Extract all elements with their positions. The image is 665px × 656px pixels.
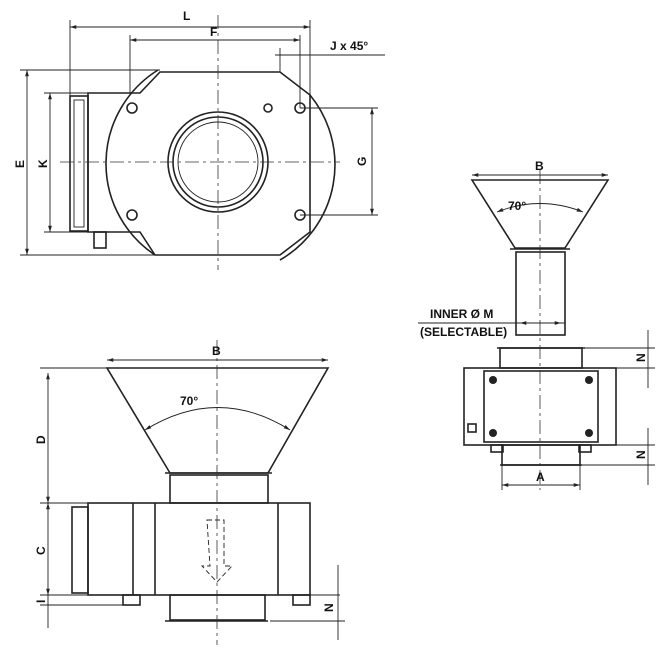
dim-F: F: [210, 25, 217, 39]
small-hole: [263, 103, 273, 113]
cable-gland: [467, 423, 477, 433]
dim-L: L: [183, 9, 190, 23]
outlet-pipe: [169, 594, 266, 621]
dim-J: J x 45°: [330, 39, 368, 53]
dim-A: A: [536, 470, 545, 484]
dim-I: I: [34, 600, 48, 603]
side-cover: [69, 95, 89, 232]
dim-K: K: [36, 159, 50, 168]
angle-70: 70°: [180, 394, 198, 408]
top-pipe: [499, 347, 583, 369]
foot: [292, 594, 311, 606]
foot: [122, 594, 141, 606]
side-view: B 70° D C I N: [34, 340, 345, 645]
dim-B: B: [535, 159, 544, 173]
hopper: [470, 179, 610, 249]
dim-E: E: [13, 160, 27, 168]
dim-D: D: [34, 435, 48, 444]
bolt-hole: [126, 102, 138, 114]
housing-arc: [105, 69, 336, 261]
dim-C: C: [34, 546, 48, 555]
inlet-pipe: [169, 474, 269, 504]
flow-arrow-icon: [200, 519, 234, 583]
bottom-pipe: [501, 444, 581, 466]
inlet-pipe: [515, 251, 566, 336]
inner-m-label: INNER Ø M: [430, 307, 493, 321]
housing-body: [87, 71, 311, 256]
side-cover: [71, 506, 89, 594]
dim-B: B: [212, 344, 221, 358]
dim-N: N: [322, 603, 336, 612]
dim-N-bottom: N: [634, 450, 648, 459]
bolt-hole: [126, 209, 138, 221]
angle-70: 70°: [508, 199, 526, 213]
top-view: L F J x 45° E K G: [13, 9, 385, 270]
end-view: B 70° INNER Ø M (SELECTABLE) N N A: [418, 159, 655, 490]
dim-N-top: N: [634, 353, 648, 362]
cable-gland: [93, 231, 107, 249]
selectable-label: (SELECTABLE): [420, 325, 507, 339]
detector-body: [87, 502, 311, 596]
dim-G: G: [355, 157, 369, 166]
hopper: [105, 367, 330, 474]
